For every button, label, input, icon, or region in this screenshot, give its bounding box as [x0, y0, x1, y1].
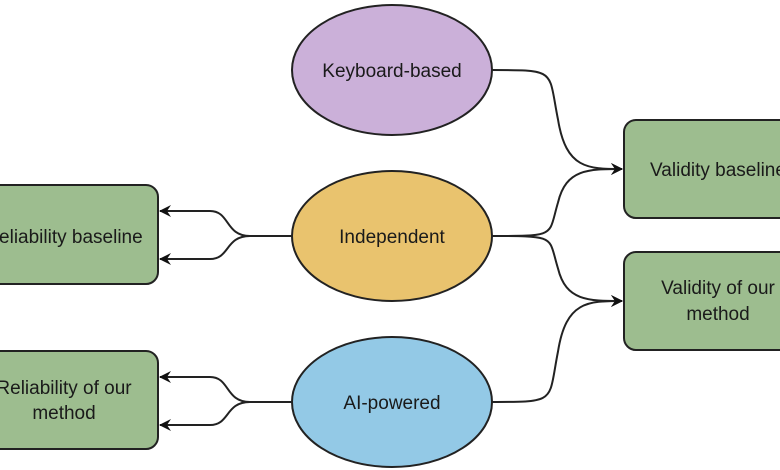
arrow-edge-independent-to-rel_baseline-1 — [159, 205, 292, 237]
target-node-validity-of-our-method[interactable]: Validity of our method — [623, 251, 780, 351]
source-label: AI-powered — [343, 393, 440, 414]
arrow-edge-ai-to-val_ours — [491, 295, 623, 403]
target-label: Validity baseline — [650, 160, 780, 181]
box-shape — [0, 184, 159, 285]
target-label: Reliability baseline — [0, 227, 143, 248]
edges-group — [159, 69, 623, 431]
box-shape — [0, 350, 159, 450]
ellipse-shape — [291, 4, 493, 136]
arrow-edge-keyboard-to-val_baseline — [491, 69, 623, 175]
arrow-edge-independent-to-val_baseline — [491, 163, 623, 237]
arrow-edge-ai-to-rel_ours-2 — [159, 401, 292, 431]
ellipse-shape — [291, 336, 493, 468]
target-label-line-2: method — [32, 403, 95, 424]
target-label-line-2: method — [686, 304, 749, 325]
target-label-line-1: Reliability of our — [0, 378, 132, 399]
arrow-edge-independent-to-rel_baseline-2 — [159, 235, 292, 265]
box-shape — [623, 119, 780, 219]
target-node-reliability-of-our-method[interactable]: Reliability of our method — [0, 350, 159, 450]
ellipse-shape — [291, 170, 493, 302]
source-label: Keyboard-based — [322, 61, 461, 82]
target-node-reliability-baseline[interactable]: Reliability baseline — [0, 184, 159, 285]
arrow-edge-ai-to-rel_ours-1 — [159, 371, 292, 403]
source-node-ai-powered[interactable]: AI-powered — [291, 336, 493, 468]
target-node-validity-baseline[interactable]: Validity baseline — [623, 119, 780, 219]
source-node-independent[interactable]: Independent — [291, 170, 493, 302]
target-label-line-1: Validity of our — [661, 278, 775, 299]
box-shape — [623, 251, 780, 351]
arrow-edge-independent-to-val_ours — [491, 235, 623, 307]
source-node-keyboard[interactable]: Keyboard-based — [291, 4, 493, 136]
source-label: Independent — [339, 227, 445, 248]
